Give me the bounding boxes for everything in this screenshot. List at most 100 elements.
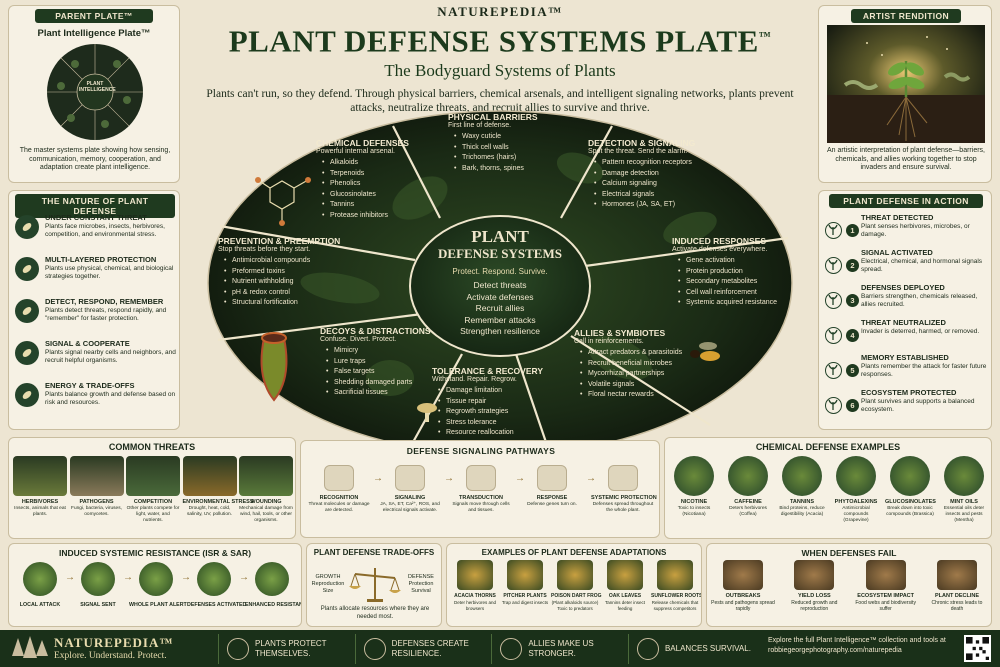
adaptation-image (657, 560, 693, 590)
tradeoffs-panel: PLANT DEFENSE TRADE-OFFS GROWTH Reproduc… (306, 543, 442, 627)
segment-subtitle: First line of defense. (448, 122, 512, 129)
pathway-icon (466, 465, 496, 491)
segment-list-item: Tissue repair (438, 397, 558, 408)
step-number: 2 (846, 258, 859, 272)
threat-title: ENVIRONMENTAL STRESS (182, 499, 254, 505)
pathway-text: Defense genes turn on. (527, 502, 577, 507)
chem-example-image (782, 456, 822, 496)
segment-subtitle: Confuse. Divert. Protect. (320, 336, 397, 343)
step-icon (825, 396, 842, 414)
fail-image (794, 560, 835, 590)
motto-icon (500, 638, 523, 660)
center-title-1: PLANT (471, 227, 529, 246)
isr-image (197, 562, 231, 596)
brand-label: NATUREPEDIA™ (437, 4, 563, 19)
qr-icon (966, 637, 989, 660)
segment-subtitle: Powerful internal arsenal. (316, 148, 395, 155)
scale-icon (349, 568, 401, 602)
fail-header: WHEN DEFENSES FAIL (801, 548, 897, 558)
footer-explore[interactable]: Explore the full Plant Intelligence™ col… (768, 637, 946, 654)
qr-code[interactable] (964, 635, 991, 662)
nature-item-title: MULTI-LAYERED PROTECTION (45, 255, 157, 264)
nature-header: THE NATURE OF PLANT DEFENSE (15, 194, 175, 218)
fail-title: ECOSYSTEM IMPACT (857, 593, 915, 599)
parent-plate-panel[interactable]: PARENT PLATE™ Plant Intelligence Plate™ … (8, 5, 180, 183)
segment-title: PHYSICAL BARRIERS (448, 112, 538, 122)
step-icon (825, 361, 842, 379)
center-list-item: Strengthen resilience (460, 326, 540, 336)
nature-panel: THE NATURE OF PLANT DEFENSE UNDER CONSTA… (8, 190, 180, 430)
adaptation-title: SUNFLOWER ROOTS (651, 593, 702, 599)
center-title-2: DEFENSE SYSTEMS (438, 246, 562, 261)
segment-list: Attract predators & parasitoidsRecruit b… (574, 348, 714, 401)
isr-step: LOCAL ATTACK→ (13, 562, 75, 608)
segment-list-item: pH & redox control (224, 288, 368, 299)
arrow-right-icon: → (65, 572, 75, 583)
action-step-title: MEMORY ESTABLISHED (861, 353, 949, 362)
chem-example-title: PHYTOALEXINS (834, 499, 878, 505)
adaptation-card: POISON DART FROG(Plant alkaloids source)… (551, 560, 602, 611)
adaptation-text: Tannins deter insect feeding (604, 600, 646, 611)
center-list-item: Detect threats (473, 280, 527, 290)
nature-item-title: SIGNAL & COOPERATE (45, 339, 130, 348)
threat-text: Insects, animals that eat plants. (14, 506, 66, 517)
action-step-text: Invader is deterred, harmed, or removed. (861, 328, 980, 335)
segment-list: AlkaloidsTerpenoidsPhenolicsGlucosinolat… (316, 158, 442, 221)
threat-text: Mechanical damage from wind, hail, tools… (239, 506, 293, 523)
pathway-icon (537, 465, 567, 491)
segment-list-item: Bark, thorns, spines (454, 164, 578, 175)
artist-rendition-header: ARTIST RENDITION (851, 9, 961, 23)
segment-list-item: Glucosinolates (322, 190, 442, 201)
artist-rendition-panel[interactable]: ARTIST RENDITION An artistic interpretat… (818, 5, 992, 183)
footer: NATUREPEDIA™ Explore. Understand. Protec… (0, 630, 1000, 667)
footer-motto: ALLIES MAKE US STRONGER. (491, 634, 621, 664)
isr-image (23, 562, 57, 596)
segment-list-item: Attract predators & parasitoids (580, 348, 714, 359)
trees-icon (12, 636, 48, 658)
segment-list: MimicryLure trapsFalse targetsShedding d… (320, 346, 446, 399)
action-step-text: Plant senses herbivores, microbes, or da… (861, 223, 970, 238)
segment-list-item: Calcium signaling (594, 179, 728, 190)
fail-text: Pests and pathogens spread rapidly (711, 600, 775, 612)
step-icon (825, 326, 842, 344)
action-step-marker: 5 (825, 353, 861, 387)
segment-subtitle: Call in reinforcements. (574, 338, 644, 345)
segment-list-item: Trichomes (hairs) (454, 153, 578, 164)
adaptation-text: Deter herbivores and browsers (453, 600, 497, 611)
adaptations-header: EXAMPLES OF PLANT DEFENSE ADAPTATIONS (481, 548, 667, 557)
nature-item-text: Plants face microbes, insects, herbivore… (45, 223, 165, 238)
action-step-title: THREAT DETECTED (861, 213, 934, 222)
chem-example-text: Bind proteins, reduce digestibility (Aca… (779, 506, 825, 517)
segment-list-item: Mycorrhizal partnerships (580, 369, 714, 380)
segment-list-item: Mimicry (326, 346, 446, 357)
action-step-marker: 2 (825, 248, 861, 282)
motto-icon (636, 638, 659, 660)
signal-icon (15, 341, 39, 365)
segment-list-item: Shedding damaged parts (326, 378, 446, 389)
action-step-marker: 6 (825, 388, 861, 422)
